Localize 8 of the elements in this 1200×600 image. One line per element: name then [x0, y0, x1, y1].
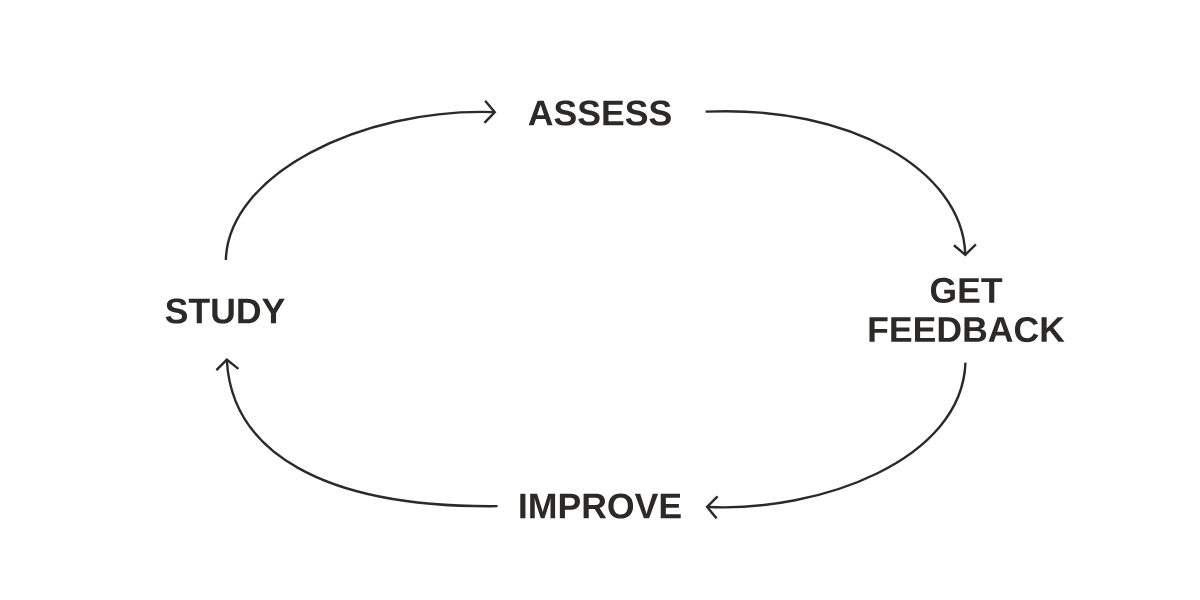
step-label: GET FEEDBACK — [869, 277, 1065, 343]
curved-arrow — [705, 362, 967, 520]
curved-arrow — [224, 100, 497, 261]
step-label: STUDY — [165, 298, 285, 324]
step-label: IMPROVE — [520, 493, 681, 519]
curved-arrow — [705, 110, 977, 257]
curved-arrow — [215, 357, 498, 508]
step-label: ASSESS — [528, 100, 671, 126]
